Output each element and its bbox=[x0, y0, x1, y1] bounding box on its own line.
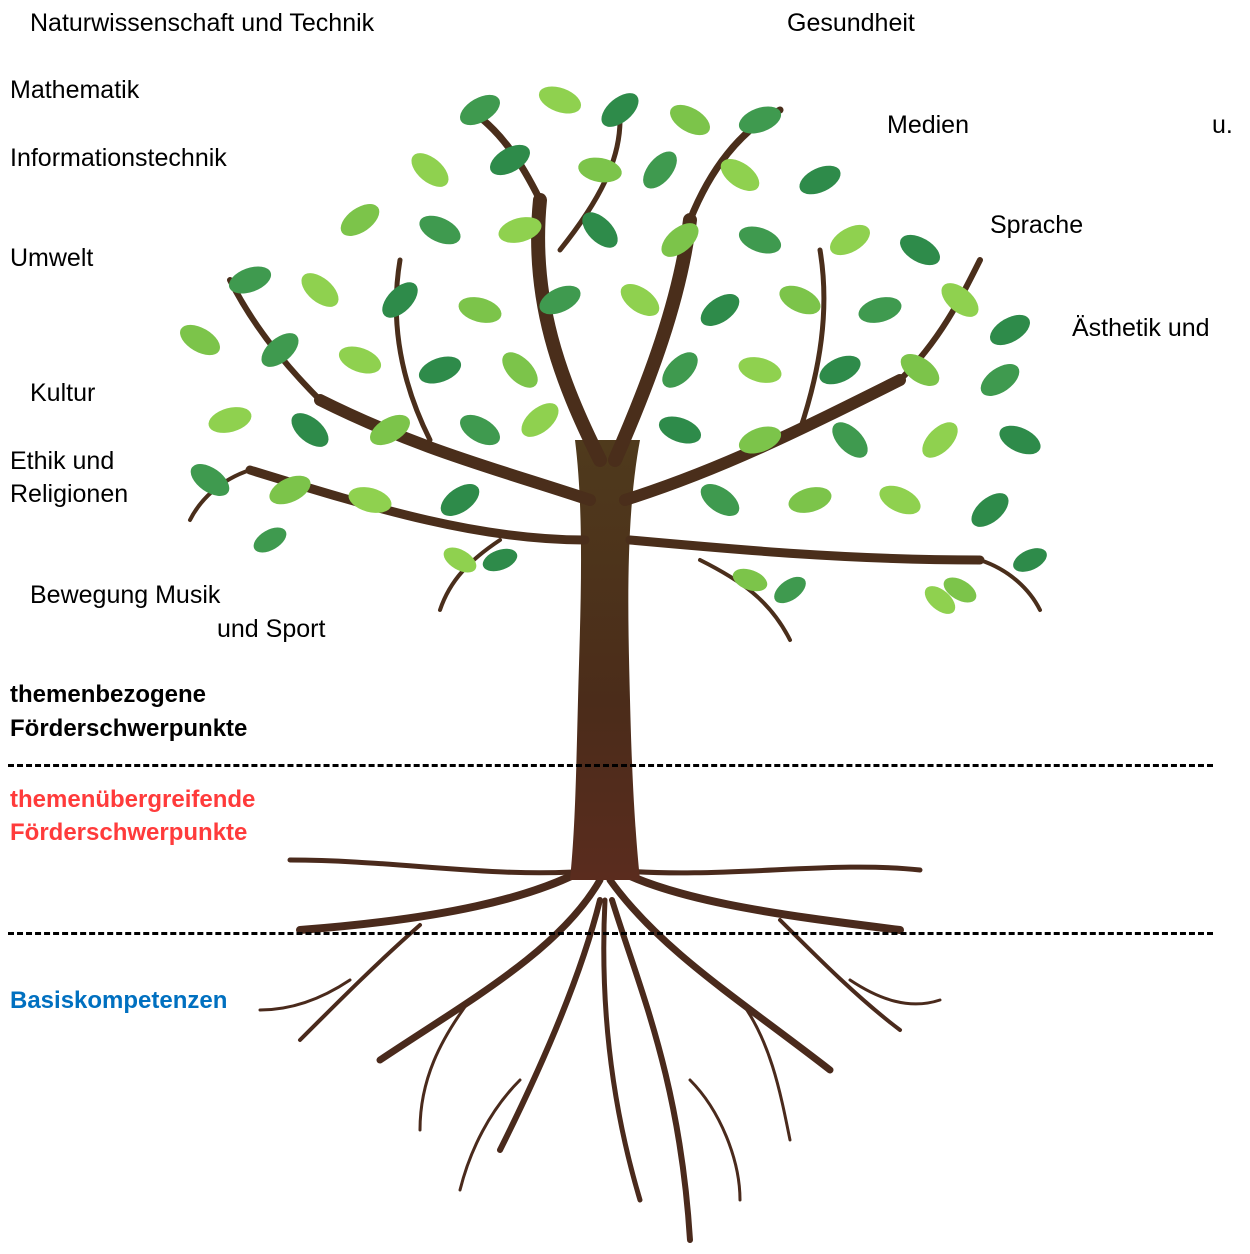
heading-topic-line2: Förderschwerpunkte bbox=[10, 715, 248, 742]
label-informationstechnik: Informationstechnik bbox=[10, 144, 227, 172]
separator-lower bbox=[8, 932, 1213, 935]
roots bbox=[258, 856, 942, 1243]
separator-upper bbox=[8, 764, 1213, 767]
label-bewegung: Bewegung Musik bbox=[30, 581, 221, 609]
heading-transferable-line1: themenübergreifende bbox=[10, 786, 256, 813]
heading-basic: Basiskompetenzen bbox=[10, 987, 228, 1014]
label-medien: Medien bbox=[887, 111, 969, 139]
leaves bbox=[180, 86, 1047, 614]
heading-topic-line1: themenbezogene bbox=[10, 681, 207, 708]
label-mathematik: Mathematik bbox=[10, 76, 140, 104]
label-sprache: Sprache bbox=[990, 211, 1084, 239]
label-umwelt: Umwelt bbox=[10, 244, 94, 272]
label-medien-u: u. bbox=[1212, 111, 1233, 139]
label-ethik-line2: Religionen bbox=[10, 480, 129, 508]
label-kultur: Kultur bbox=[30, 379, 96, 407]
label-naturwissenschaft: Naturwissenschaft und Technik bbox=[30, 9, 375, 37]
label-aesthetik: Ästhetik und bbox=[1072, 314, 1210, 342]
label-und-sport: und Sport bbox=[217, 615, 326, 643]
branches bbox=[188, 106, 1042, 642]
label-ethik-line1: Ethik und bbox=[10, 447, 115, 475]
trunk bbox=[570, 440, 640, 880]
heading-transferable-line2: Förderschwerpunkte bbox=[10, 819, 248, 846]
label-gesundheit: Gesundheit bbox=[787, 9, 915, 37]
